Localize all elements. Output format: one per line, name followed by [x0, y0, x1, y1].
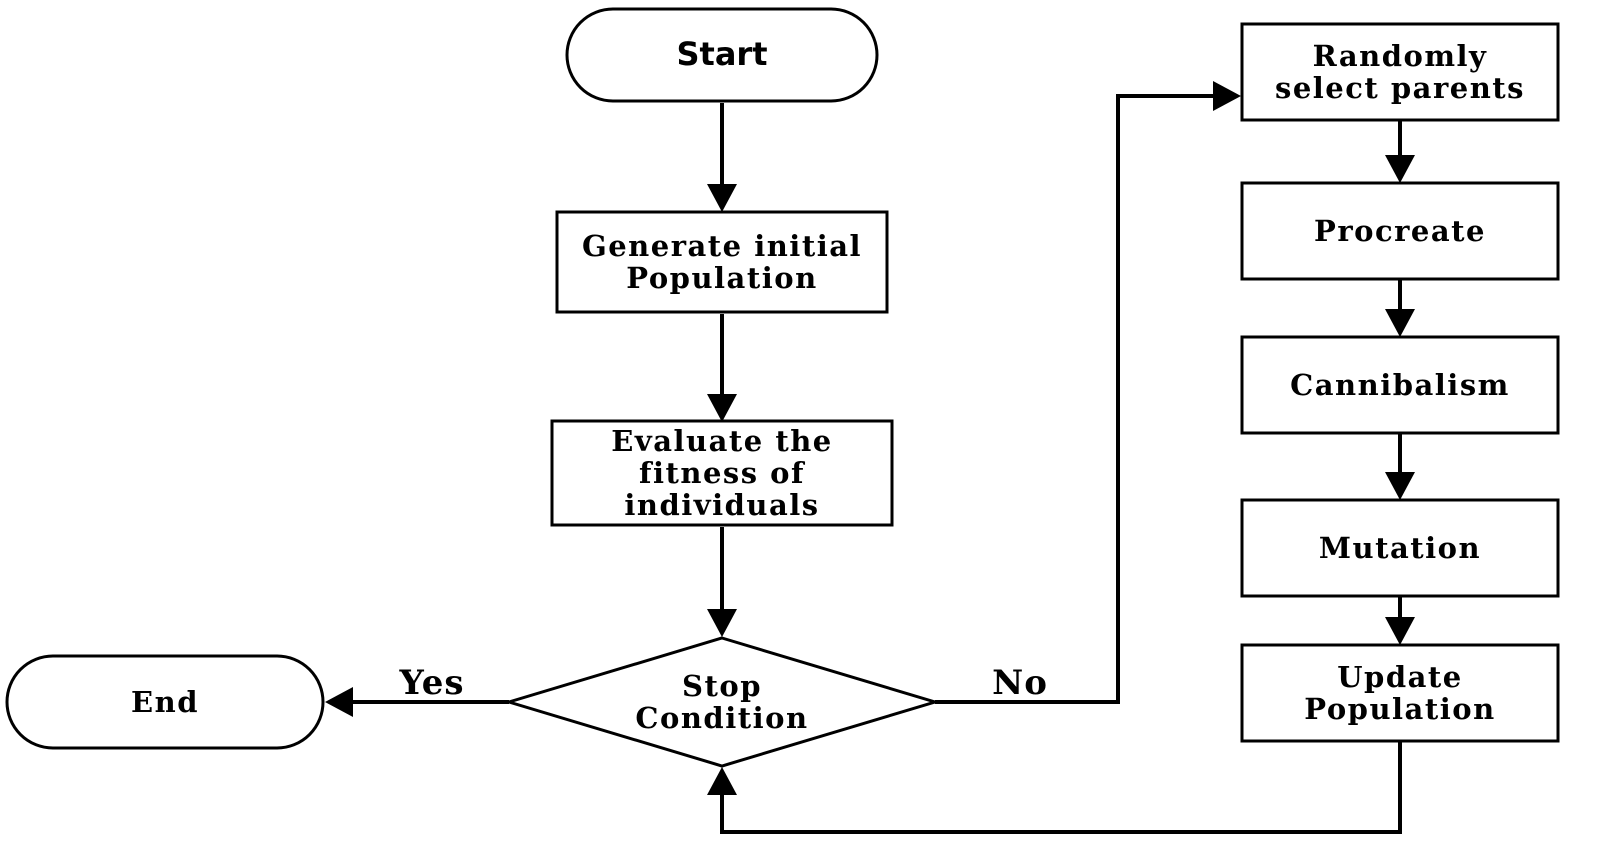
edges-layer: [325, 81, 1415, 834]
edge-label-no: No: [992, 663, 1048, 703]
node-procreate: Procreate: [1240, 181, 1560, 281]
edge-cannibalism-to-mutation: [1385, 433, 1415, 500]
edge-stop-to-select: [935, 81, 1241, 704]
node-label-line: Generate initial: [582, 229, 862, 263]
edge-stop-to-end: [325, 687, 509, 717]
edge-generate-to-evaluate: [707, 314, 737, 422]
node-label-line: Randomly: [1313, 39, 1488, 73]
arrowhead: [1385, 309, 1415, 337]
node-label-line: Condition: [635, 701, 808, 735]
node-label-line: Procreate: [1314, 214, 1486, 248]
edge-evaluate-to-stop: [707, 527, 737, 637]
node-label-line: fitness of: [639, 456, 806, 490]
decision-shape: [503, 636, 941, 768]
node-label-line: Stop: [682, 669, 762, 703]
process-shape: [550, 419, 894, 527]
node-label-line: Cannibalism: [1290, 368, 1510, 402]
node-label-line: Start: [676, 35, 767, 73]
arrowhead: [1385, 155, 1415, 183]
node-cannibalism: Cannibalism: [1240, 335, 1560, 435]
process-shape: [1240, 643, 1560, 743]
terminator-shape: [5, 654, 325, 750]
arrowhead: [1385, 617, 1415, 645]
edge-mutation-to-update: [1385, 596, 1415, 645]
edge-procreate-to-cannibalism: [1385, 279, 1415, 337]
arrowhead: [707, 609, 737, 637]
node-start: Start: [565, 7, 879, 103]
arrowhead: [1213, 81, 1241, 111]
node-label-line: select parents: [1275, 71, 1525, 105]
node-label-line: Mutation: [1319, 531, 1481, 565]
process-shape: [1240, 498, 1560, 598]
arrowhead: [707, 394, 737, 422]
node-label-line: Population: [1304, 692, 1495, 726]
terminator-shape: [565, 7, 879, 103]
node-label-line: Population: [626, 261, 817, 295]
arrowhead: [1385, 472, 1415, 500]
process-shape: [1240, 181, 1560, 281]
process-shape: [555, 210, 889, 314]
process-shape: [1240, 22, 1560, 122]
arrowhead: [707, 767, 737, 795]
node-label-line: individuals: [624, 488, 819, 522]
node-label-line: End: [131, 685, 199, 719]
edge-select-to-procreate: [1385, 120, 1415, 183]
arrowhead: [707, 184, 737, 212]
edge-line: [935, 94, 1217, 704]
node-mutation: Mutation: [1240, 498, 1560, 598]
edge-label-yes: Yes: [398, 663, 464, 703]
edge-update-to-stop: [707, 741, 1402, 834]
node-end: End: [5, 654, 325, 750]
edge-labels-layer: Yes No: [398, 663, 1048, 703]
process-shape: [1240, 335, 1560, 435]
node-label-line: Update: [1337, 660, 1462, 694]
edge-start-to-generate: [707, 103, 737, 212]
edge-line: [720, 741, 1402, 834]
arrowhead: [325, 687, 353, 717]
node-label-line: Evaluate the: [611, 424, 833, 458]
